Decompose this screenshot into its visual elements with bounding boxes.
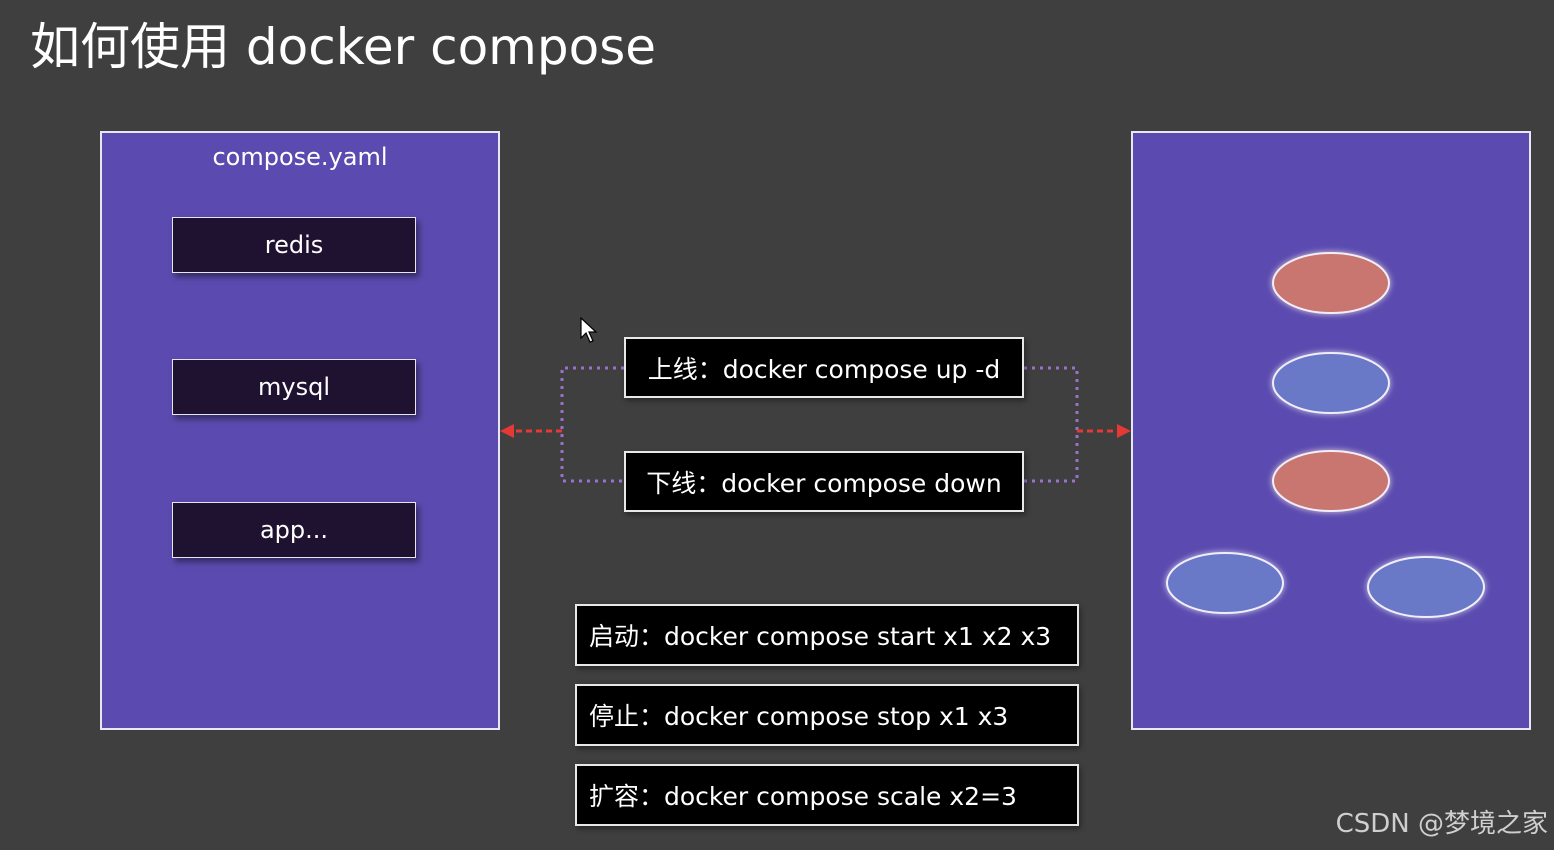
service-mysql: mysql — [172, 359, 416, 415]
compose-yaml-panel: compose.yaml redis mysql app... — [100, 131, 500, 730]
service-app: app... — [172, 502, 416, 558]
container-2 — [1272, 352, 1390, 414]
container-5 — [1367, 556, 1485, 618]
service-redis: redis — [172, 217, 416, 273]
compose-yaml-label: compose.yaml — [212, 143, 388, 171]
watermark: CSDN @梦境之家 — [1335, 809, 1548, 839]
right-connector — [1024, 366, 1079, 483]
container-1 — [1272, 252, 1390, 314]
mouse-cursor-icon — [580, 317, 598, 343]
left-connector — [560, 366, 624, 483]
command-stop: 停止：docker compose stop x1 x3 — [575, 684, 1079, 746]
containers-panel — [1131, 131, 1531, 730]
container-4 — [1166, 552, 1284, 614]
command-up: 上线：docker compose up -d — [624, 337, 1024, 398]
slide-title: 如何使用 docker compose — [30, 18, 657, 76]
container-3 — [1272, 450, 1390, 512]
left-arrow-head — [500, 424, 514, 438]
command-down: 下线：docker compose down — [624, 451, 1024, 512]
command-start: 启动：docker compose start x1 x2 x3 — [575, 604, 1079, 666]
containers-canvas — [1166, 252, 1485, 618]
command-scale: 扩容：docker compose scale x2=3 — [575, 764, 1079, 826]
right-arrow-head — [1117, 424, 1131, 438]
